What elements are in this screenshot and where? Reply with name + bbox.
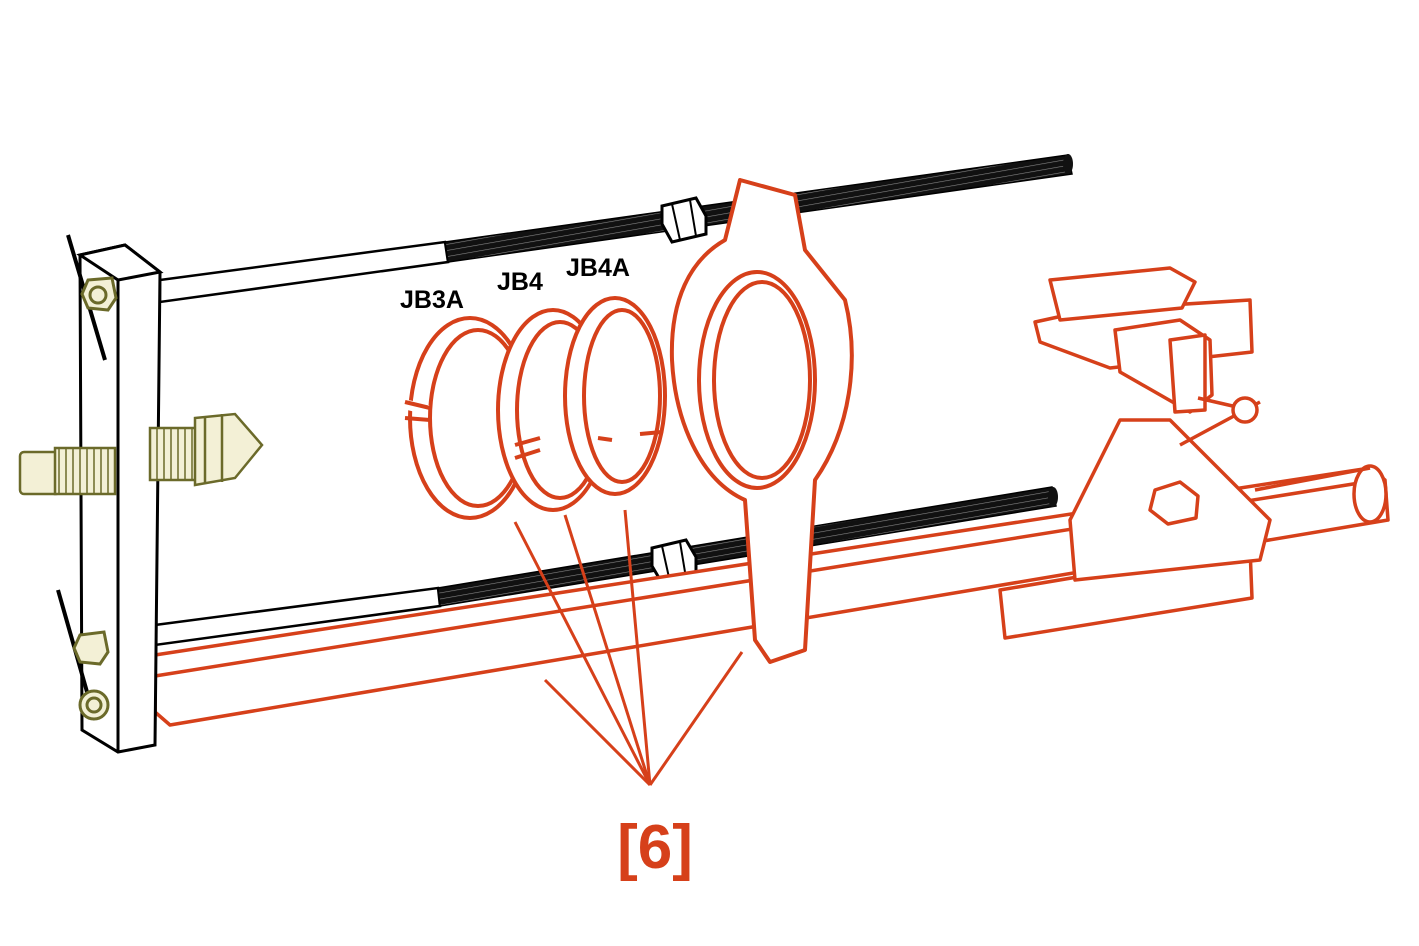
upper-wing-nut	[66, 234, 118, 361]
lower-wing-nut	[56, 589, 110, 721]
label-jb4: JB4	[497, 268, 543, 296]
split-ring-jb4a	[563, 296, 667, 496]
front-frame-plate	[76, 243, 164, 754]
bench-vise	[998, 266, 1272, 640]
label-jb4a: JB4A	[566, 254, 630, 282]
puller-plate	[669, 178, 854, 664]
upper-rod-nut	[660, 196, 708, 244]
centre-forcing-screw	[18, 412, 264, 496]
label-jb3a: JB3A	[400, 286, 464, 314]
callout-number: [6]	[617, 813, 693, 882]
callout-leaders	[513, 509, 744, 787]
